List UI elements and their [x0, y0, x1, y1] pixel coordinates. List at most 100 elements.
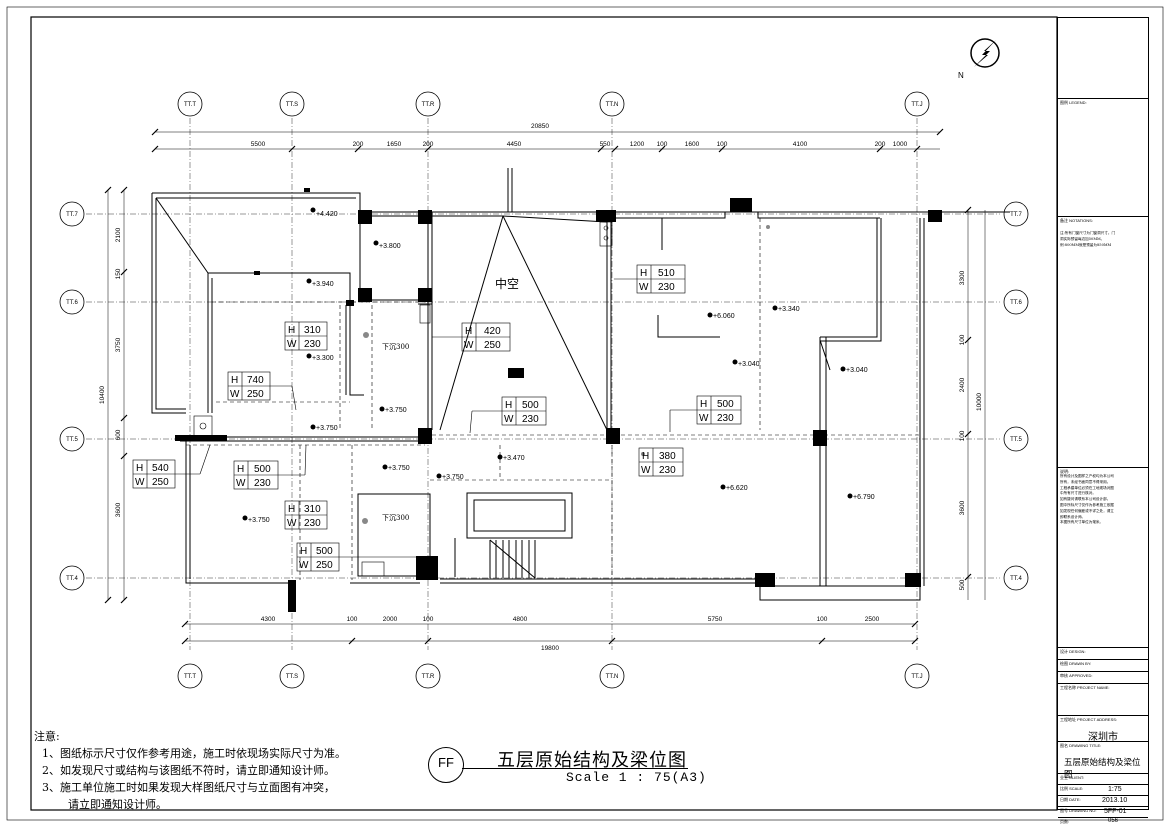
axis-bottom-5: TT.J [911, 674, 922, 680]
tb-drawing-title-value: 五层原始结构及梁位图 [1064, 758, 1141, 780]
axis-labels: TT.T TT.S TT.R TT.N TT.J TT.T TT.S TT.R … [66, 102, 1022, 680]
drop-note-2: 下沉300 [382, 514, 409, 522]
tb-legend-label: 图例 LEGEND: [1060, 100, 1087, 105]
beam-lines [186, 218, 920, 580]
axis-left-4: TT.4 [66, 576, 78, 582]
dim-top-2: 200 [353, 141, 364, 148]
dim-bottom-4: 100 [423, 616, 434, 623]
dim-left-3: 3750 [115, 337, 122, 352]
fixtures [193, 221, 770, 577]
beam-5-h: 500 [522, 400, 539, 411]
beam-8-w: 230 [254, 478, 271, 489]
beam-10-h: 310 [304, 504, 321, 515]
tb-remarks-line-2: 所有，未经书面同意不得采用。 [1060, 479, 1111, 484]
dim-bottom-1: 4300 [261, 616, 276, 623]
tb-client: 业主 CLIENT: [1058, 773, 1148, 784]
void-label: 中空 [495, 276, 519, 291]
beam-11-h-prefix: H [300, 546, 307, 557]
axis-bottom-4: TT.N [606, 674, 619, 680]
tb-remarks-line-4: 中所有尺寸进行核对。 [1060, 491, 1096, 496]
dim-left-4: 600 [115, 429, 122, 440]
tb-remarks-line-5: 如有疑问请联系本公司设计部。 [1060, 497, 1111, 502]
dim-top-9: 1600 [685, 141, 700, 148]
tb-page-label: 页数: [1060, 819, 1070, 824]
beam-4-h-prefix: H [640, 268, 647, 279]
elev-10: +3.750 [248, 517, 270, 524]
beam-7-h: 540 [152, 463, 169, 474]
beam-5-w-prefix: W [504, 414, 514, 425]
axis-right-4: TT.4 [1010, 576, 1022, 582]
tb-remarks-line-7: 如发现任何偏差或不详之处，请立 [1060, 508, 1114, 513]
tb-drawing-title: 图名 DRAWING TITLE: 五层原始结构及梁位图 [1058, 741, 1148, 780]
dim-right-5: 3600 [959, 500, 966, 515]
tb-drawn-label: 绘图 DRAWN BY: [1060, 661, 1092, 666]
dim-bottom-total: 19800 [541, 645, 559, 652]
elevation-symbols [242, 207, 853, 521]
tb-notations: 备注 NOTATIONS: 注:所有门窗尺寸为门窗洞尺寸。门 洞实际预留每边加5… [1058, 216, 1148, 316]
elev-14: +3.040 [846, 367, 868, 374]
tb-design-label: 设计 DESIGN: [1060, 649, 1086, 654]
beam-tag-5 [469, 396, 547, 434]
elev-7: +3.750 [388, 465, 410, 472]
tb-notations-line-2: 洞实际预留每边加50MM。 [1060, 236, 1105, 241]
beam-tags [132, 264, 742, 572]
dim-top-10: 100 [717, 141, 728, 148]
note-item-4: 请立即通知设计师。 [68, 798, 167, 811]
beam-tag-8 [233, 444, 307, 490]
beam-11-w-prefix: W [299, 560, 309, 571]
beam-1-h-prefix: H [288, 325, 295, 336]
dim-right-1: 3300 [959, 270, 966, 285]
beam-tag-1 [284, 321, 328, 351]
beam-2-w: 250 [247, 389, 264, 400]
dim-right-4: 100 [959, 430, 966, 441]
beam-11-w: 250 [316, 560, 333, 571]
notes-heading: 注意: [34, 730, 60, 743]
tb-legend: 图例 LEGEND: [1058, 98, 1148, 216]
axis-top-3: TT.R [422, 102, 435, 108]
beam-tag-9 [638, 447, 684, 477]
tb-drawn: 绘图 DRAWN BY: [1058, 659, 1148, 671]
axis-top-5: TT.J [911, 102, 922, 108]
title-block: 图例 LEGEND: 备注 NOTATIONS: 注:所有门窗尺寸为门窗洞尺寸。… [1057, 17, 1149, 824]
dim-bottom-2: 100 [347, 616, 358, 623]
axis-right-3: TT.5 [1010, 437, 1022, 443]
beam-2-h: 740 [247, 375, 264, 386]
tb-page-value: 056 [1108, 818, 1119, 824]
dim-top-1: 5500 [251, 141, 266, 148]
beam-5-h-prefix: H [505, 400, 512, 411]
beam-1-w: 230 [304, 339, 321, 350]
beam-4-w-prefix: W [639, 282, 649, 293]
axis-left-2: TT.6 [66, 300, 78, 306]
elev-6: +3.750 [316, 425, 338, 432]
dimension-texts: 20850 5500 200 1650 200 4450 550 1200 10… [99, 123, 983, 652]
grid-lines [86, 118, 1000, 650]
beam-7-w-prefix: W [135, 477, 145, 488]
tb-drawing-title-label: 图名 DRAWING TITLE: [1060, 743, 1102, 748]
elev-4: +3.300 [312, 355, 334, 362]
tb-project-label: 工程名称 PROJECT NAME: [1060, 685, 1110, 690]
beam-7-w: 250 [152, 477, 169, 488]
axis-right-1: TT.7 [1010, 212, 1022, 218]
tb-address: 工程地址 PROJECT ADDRESS: 深圳市 [1058, 715, 1148, 743]
beam-8-w-prefix: W [236, 478, 246, 489]
axis-top-1: TT.T [184, 102, 196, 108]
axis-left-1: TT.7 [66, 212, 78, 218]
dim-top-7: 1200 [630, 141, 645, 148]
tb-notations-line-1: 注:所有门窗尺寸为门窗洞尺寸。门 [1060, 231, 1116, 235]
north-label: N [958, 71, 964, 80]
dim-left-total: 10400 [99, 386, 106, 404]
dim-right-2: 100 [959, 334, 966, 345]
columns [175, 188, 942, 612]
beam-11-h: 500 [316, 546, 333, 557]
beam-tag-10 [284, 500, 328, 530]
elev-12: +3.340 [778, 306, 800, 313]
beam-tag-11 [296, 542, 418, 572]
tb-scale-value: 1:75 [1108, 786, 1122, 793]
dim-left-1: 2100 [115, 227, 122, 242]
north-arrow-icon [970, 38, 1000, 68]
drop-note-1: 下沉300 [382, 343, 409, 351]
tb-drawing-no: 图号 DRAWING NO: 5FF-01 [1058, 806, 1148, 817]
walls [151, 168, 1010, 601]
dim-top-12: 200 [875, 141, 886, 148]
